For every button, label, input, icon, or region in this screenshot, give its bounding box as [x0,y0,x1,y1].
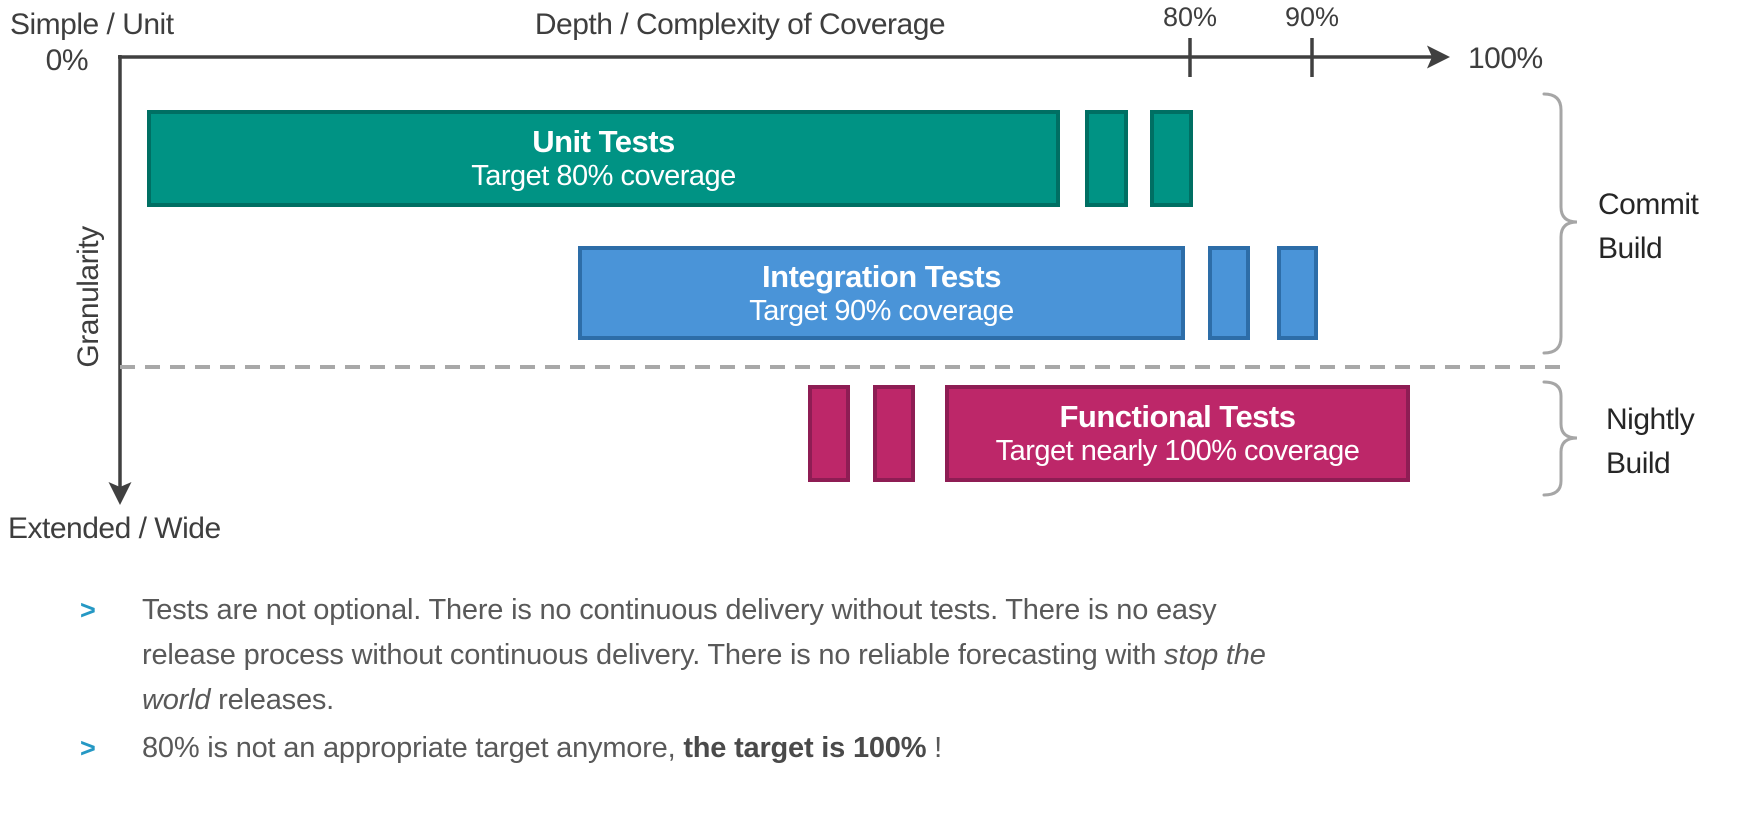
commit-build-brace [1542,92,1578,355]
unit-tests-title: Unit Tests [532,124,675,159]
y-axis-arrow-icon [108,482,132,505]
y-axis-title: Granularity [72,226,105,368]
bullet-1-line-2: release process without continuous deliv… [142,639,1266,671]
x-axis-end-label: 100% [1468,42,1543,75]
commit-build-line1: Commit [1598,188,1699,221]
functional-tests-subtitle: Target nearly 100% coverage [995,435,1360,467]
functional-tests-fragment [808,385,850,482]
commit-build-line2: Build [1598,232,1663,265]
x-axis-title: Depth / Complexity of Coverage [534,8,946,41]
functional-tests-fragment [873,385,915,482]
tick-80-label: 80% [1162,2,1218,32]
y-axis-top-label: Simple / Unit [10,8,174,41]
y-axis-bottom-label: Extended / Wide [8,512,221,545]
bullet-1-line-1: Tests are not optional. There is no cont… [142,594,1217,626]
bullet-2-line-1: 80% is not an appropriate target anymore… [142,732,943,764]
unit-tests-fragment [1085,110,1128,207]
integration-tests-bar: Integration Tests Target 90% coverage [578,246,1185,340]
integration-tests-title: Integration Tests [762,258,1001,294]
integration-tests-subtitle: Target 90% coverage [749,294,1014,327]
tick-90-label: 90% [1284,2,1340,32]
bullet-chevron-icon: > [80,733,96,763]
x-axis-arrow-icon [1427,45,1450,69]
functional-tests-title: Functional Tests [1059,399,1296,434]
bullet-1-line-3: world releases. [142,684,335,716]
bullet-2-text: 80% is not an appropriate target anymore… [142,726,942,771]
notes-list: > Tests are not optional. There is no co… [80,588,1580,771]
nightly-build-label: Nightly Build [1606,398,1695,486]
nightly-build-line1: Nightly [1606,403,1695,436]
integration-tests-fragment [1277,246,1318,340]
nightly-build-line2: Build [1606,447,1671,480]
unit-tests-subtitle: Target 80% coverage [471,160,736,192]
list-item: > Tests are not optional. There is no co… [80,588,1580,723]
bullet-1-text: Tests are not optional. There is no cont… [142,588,1266,723]
nightly-build-brace [1542,380,1578,497]
bullet-chevron-icon: > [80,595,96,625]
unit-tests-bar: Unit Tests Target 80% coverage [147,110,1060,207]
commit-build-label: Commit Build [1598,183,1699,271]
list-item: > 80% is not an appropriate target anymo… [80,726,1580,771]
integration-tests-fragment [1208,246,1250,340]
unit-tests-fragment [1150,110,1193,207]
functional-tests-bar: Functional Tests Target nearly 100% cove… [945,385,1410,482]
x-axis-origin-label: 0% [45,44,89,77]
